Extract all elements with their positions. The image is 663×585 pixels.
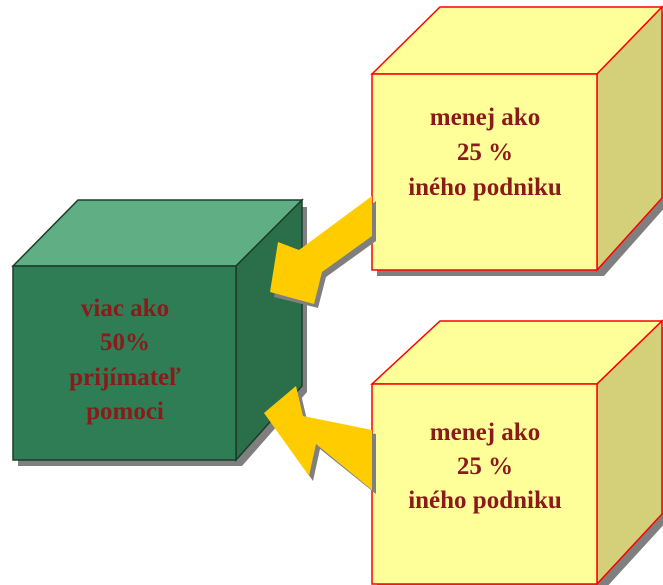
main-cube-line-4: pomoci	[86, 398, 164, 425]
arrow-top-shape	[270, 196, 372, 304]
bottom-cube-line-2: 25 %	[457, 453, 513, 480]
top-cube: menej ako 25 % iného podniku	[370, 5, 663, 276]
top-cube-line-2: 25 %	[457, 139, 513, 166]
main-cube-line-2: 50%	[100, 329, 150, 356]
arrow-bottom-shape	[264, 386, 372, 490]
bottom-cube-line-3: iného podniku	[408, 487, 562, 514]
bottom-cube-front	[371, 383, 598, 585]
bottom-cube: menej ako 25 % iného podniku	[370, 319, 663, 585]
main-cube-line-3: prijímateľ	[69, 364, 181, 391]
top-cube-line-3: iného podniku	[408, 174, 562, 201]
main-cube-front	[12, 265, 237, 461]
main-cube: viac ako 50% prijímateľ pomoci	[11, 198, 307, 466]
bottom-cube-line-1: menej ako	[430, 419, 540, 446]
top-cube-front	[371, 73, 598, 271]
arrow-bottom	[264, 386, 376, 494]
main-cube-line-1: viac ako	[81, 295, 169, 322]
top-cube-line-1: menej ako	[430, 104, 540, 131]
arrow-top	[270, 196, 376, 308]
